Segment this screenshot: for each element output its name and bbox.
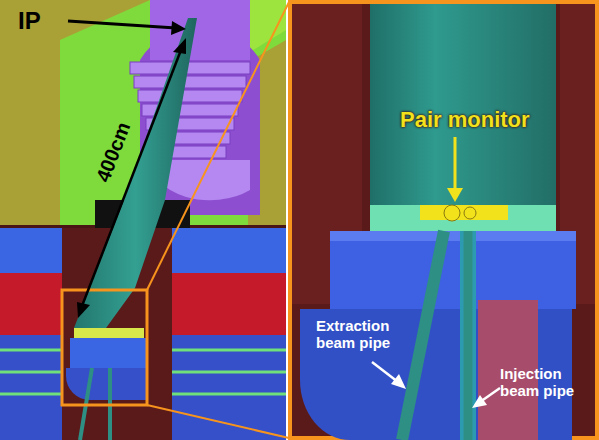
point-label: IP [18, 8, 41, 34]
part-label: Injection beam pipe [500, 366, 592, 399]
part-label: Pair monitor [400, 108, 530, 132]
part-label: Extraction beam pipe [316, 318, 412, 351]
